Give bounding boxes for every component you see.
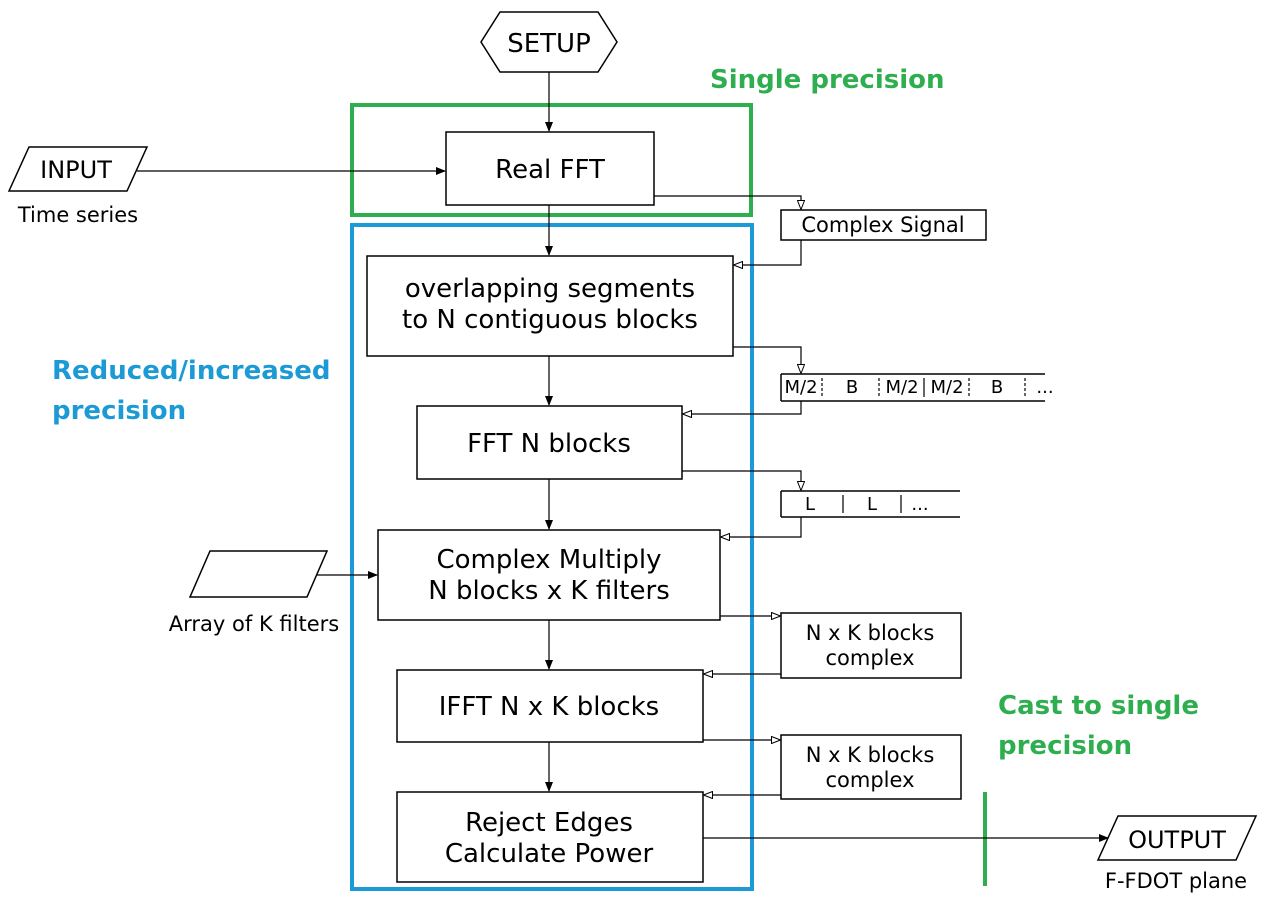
input-caption: Time series <box>17 203 138 227</box>
reject-box <box>396 791 704 883</box>
reject-label-line2: Calculate Power <box>445 839 654 869</box>
segment-body-2: B <box>991 377 1003 398</box>
fft-n-label: FFT N blocks <box>467 429 631 459</box>
flow-connectors <box>137 72 1109 842</box>
blocks-strip: L L ... <box>780 490 960 518</box>
reduced-precision-label-line1: Reduced/increased <box>52 356 330 386</box>
reject-label-line1: Reject Edges <box>465 808 633 838</box>
real-fft-box <box>445 131 655 206</box>
filters-caption: Array of K filters <box>169 612 339 636</box>
setup-label: SETUP <box>507 29 591 59</box>
cast-precision-label-line2: precision <box>998 731 1132 761</box>
segment-half-2: M/2 <box>885 377 918 398</box>
multiply-label-line1: Complex Multiply <box>437 545 662 575</box>
segments-strip: M/2 B M/2 M/2 B ... <box>780 373 1054 402</box>
complex-signal-label: Complex Signal <box>801 213 964 237</box>
complex-signal-box <box>780 209 987 241</box>
filters-node <box>188 550 329 598</box>
nk-complex-2-line2: complex <box>826 768 915 792</box>
input-node <box>7 146 149 192</box>
ifft-label: IFFT N x K blocks <box>439 692 659 722</box>
input-label: INPUT <box>40 156 112 184</box>
overlap-box <box>366 255 734 357</box>
multiply-label-line2: N blocks x K filters <box>428 576 670 606</box>
block-1: L <box>805 494 815 515</box>
single-precision-label: Single precision <box>710 65 945 95</box>
cast-precision-label-line1: Cast to single <box>998 691 1199 721</box>
ifft-box <box>396 669 704 743</box>
nk-complex-box-2 <box>780 734 962 800</box>
segment-half-3: M/2 <box>930 377 963 398</box>
overlap-label-line2: to N contiguous blocks <box>402 305 698 335</box>
reduced-precision-label-line2: precision <box>52 396 186 426</box>
segment-half-1: M/2 <box>784 377 817 398</box>
output-caption: F-FDOT plane <box>1105 869 1247 893</box>
output-label: OUTPUT <box>1128 826 1226 854</box>
real-fft-label: Real FFT <box>495 155 605 185</box>
nk-complex-1-line2: complex <box>826 646 915 670</box>
segment-body-1: B <box>846 377 858 398</box>
output-node <box>1096 815 1258 861</box>
nk-complex-box-1 <box>780 612 962 679</box>
block-ellipsis: ... <box>911 494 928 515</box>
segment-ellipsis: ... <box>1036 377 1053 398</box>
nk-complex-1-line1: N x K blocks <box>806 621 935 645</box>
single-precision-region <box>350 103 753 217</box>
block-2: L <box>867 494 877 515</box>
reduced-precision-region <box>350 223 754 891</box>
overlap-label-line1: overlapping segments <box>405 274 695 304</box>
setup-node <box>480 11 618 73</box>
multiply-box <box>377 529 721 621</box>
nk-complex-2-line1: N x K blocks <box>806 743 935 767</box>
